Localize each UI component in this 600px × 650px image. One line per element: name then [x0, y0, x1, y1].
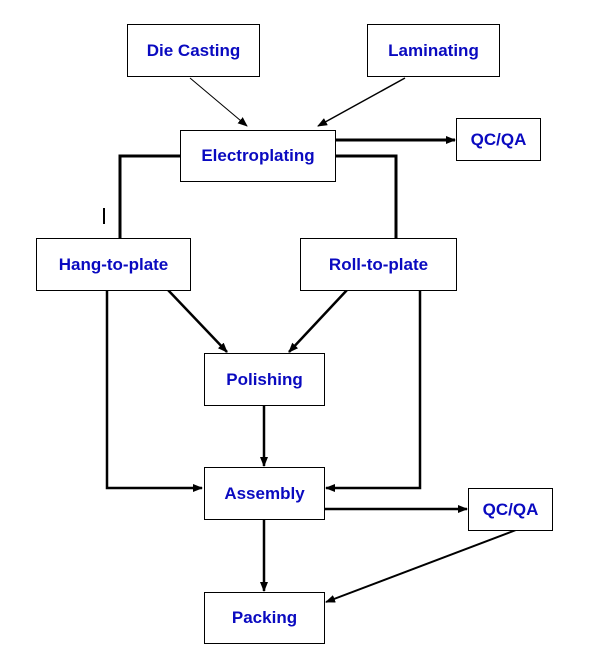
node-electroplating: Electroplating	[180, 130, 336, 182]
arrow-hang-assembly	[105, 290, 203, 492]
arrow-roll-assembly	[325, 290, 422, 492]
arrow-diecasting-electroplating	[189, 77, 248, 127]
node-roll-to-plate: Roll-to-plate	[300, 238, 457, 291]
stray-mark	[103, 208, 105, 224]
arrow-roll-polishing	[288, 289, 348, 353]
arrow-laminating-electroplating	[317, 77, 406, 127]
arrow-qcqa-packing	[325, 529, 517, 603]
node-polishing: Polishing	[204, 353, 325, 406]
node-laminating: Laminating	[367, 24, 500, 77]
line-electroplating-roll	[335, 154, 398, 238]
arrow-hang-polishing	[167, 289, 228, 353]
node-qcqa-bottom: QC/QA	[468, 488, 553, 531]
node-packing: Packing	[204, 592, 325, 644]
node-qcqa-top: QC/QA	[456, 118, 541, 161]
node-die-casting: Die Casting	[127, 24, 260, 77]
node-assembly: Assembly	[204, 467, 325, 520]
line-electroplating-hang	[118, 154, 180, 238]
node-hang-to-plate: Hang-to-plate	[36, 238, 191, 291]
